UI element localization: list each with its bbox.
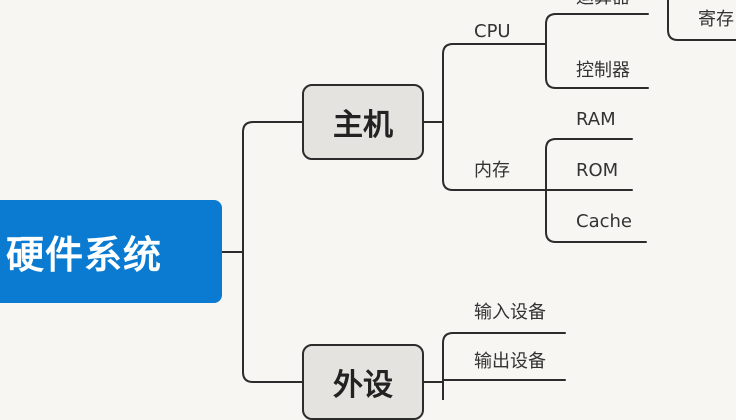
rom-node[interactable]: ROM	[576, 160, 619, 181]
alu-node[interactable]: 运算器	[576, 0, 630, 9]
connector-peripheral-branches	[442, 332, 454, 400]
output-device-node[interactable]: 输出设备	[474, 351, 546, 372]
register-node[interactable]: 寄存	[698, 9, 734, 30]
connector-memory-branches	[545, 138, 647, 243]
cpu-node[interactable]: CPU	[474, 21, 511, 42]
connector-alu-branches	[667, 0, 736, 41]
peripheral-node[interactable]: 外设	[302, 344, 424, 420]
connector-cpu-branches	[545, 13, 649, 89]
connector-root-branches	[242, 121, 254, 383]
cache-node[interactable]: Cache	[576, 211, 632, 232]
root-node[interactable]: 硬件系统	[0, 200, 222, 303]
input-device-node[interactable]: 输入设备	[474, 302, 546, 323]
connector-lines	[221, 0, 736, 400]
host-node[interactable]: 主机	[302, 84, 424, 160]
memory-node[interactable]: 内存	[474, 160, 510, 181]
connector-host-branches	[442, 43, 546, 191]
ram-node[interactable]: RAM	[576, 109, 616, 130]
controller-node[interactable]: 控制器	[576, 60, 630, 81]
